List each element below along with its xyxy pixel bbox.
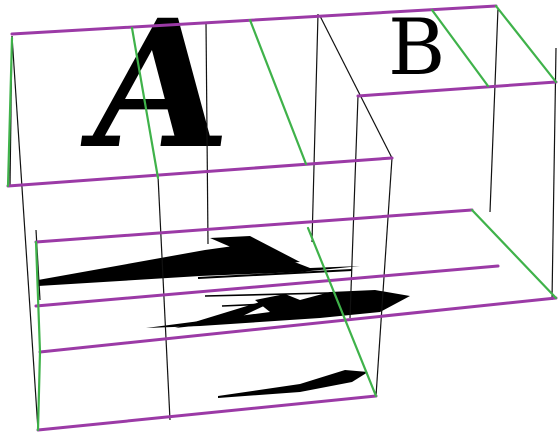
green-edges <box>8 6 556 430</box>
floor-shadow-b <box>146 290 410 328</box>
purple-edges <box>8 6 556 430</box>
floor-shadow-a-lower <box>218 370 368 398</box>
floor-shadow-a <box>38 236 360 286</box>
